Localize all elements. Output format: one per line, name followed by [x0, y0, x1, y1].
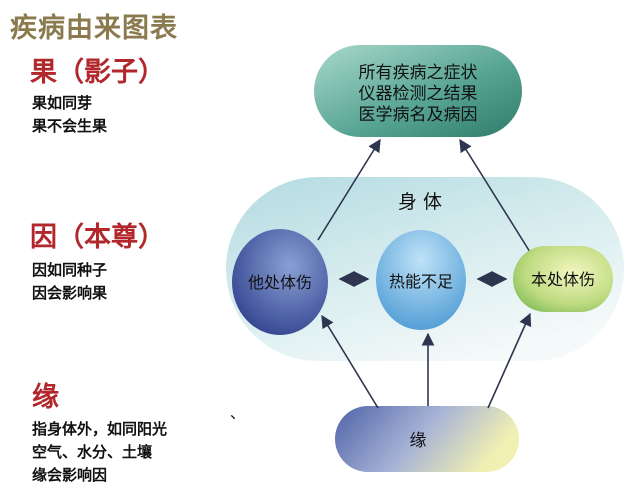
yuan-label: 缘	[410, 431, 427, 451]
arrow-yuan-to-left	[321, 314, 379, 409]
arrow-left-to-result	[317, 138, 381, 241]
result-line-3: 医学病名及病因	[359, 105, 478, 125]
arrow-right-to-result	[459, 138, 531, 253]
yuan-capsule	[335, 406, 519, 472]
yin-heading: 因（本尊）	[30, 222, 165, 253]
yuan-line-3: 缘会影响因	[32, 466, 108, 484]
other-injury-label: 他处体伤	[248, 273, 312, 292]
stray-mark: 、	[230, 404, 246, 422]
page-title: 疾病由来图表	[10, 13, 178, 44]
yuan-heading: 缘	[32, 382, 59, 413]
local-injury-shape	[513, 246, 613, 312]
result-line-1: 所有疾病之症状	[359, 63, 478, 83]
guo-line-1: 果如同芽	[32, 94, 93, 112]
guo-heading: 果（影子）	[30, 57, 165, 88]
arrow-yuan-to-right	[487, 312, 532, 409]
heat-insufficient-label: 热能不足	[389, 272, 453, 291]
result-capsule	[314, 45, 522, 137]
result-line-2: 仪器检测之结果	[359, 84, 478, 104]
guo-line-2: 果不会生果	[32, 117, 108, 135]
heat-insufficient-circle	[376, 230, 466, 330]
guo-lines: 果如同芽 果不会生果	[32, 92, 107, 138]
body-label: 身 体	[398, 191, 442, 213]
yin-line-1: 因如同种子	[32, 261, 108, 279]
yin-lines: 因如同种子 因会影响果	[32, 259, 107, 305]
yuan-line-2: 空气、水分、土壤	[32, 443, 153, 461]
yuan-lines: 指身体外，如同阳光 空气、水分、土壤 缘会影响因	[32, 418, 167, 487]
local-injury-label: 本处体伤	[531, 270, 595, 289]
yin-line-2: 因会影响果	[32, 284, 108, 302]
other-injury-circle	[232, 229, 328, 335]
yuan-line-1: 指身体外，如同阳光	[32, 420, 168, 438]
